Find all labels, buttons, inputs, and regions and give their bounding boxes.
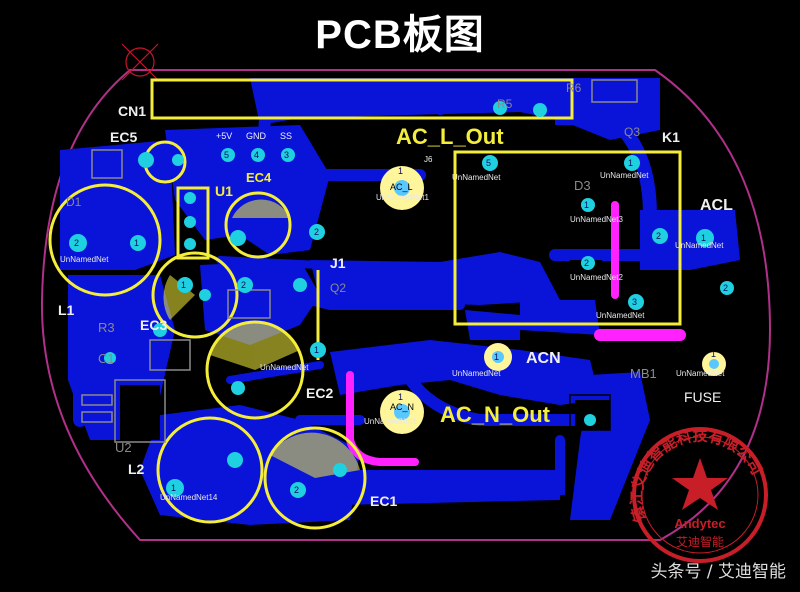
label-ec4: EC4: [246, 170, 272, 185]
ec4-outline: [224, 191, 292, 259]
label-d3: D3: [574, 178, 591, 193]
copper-traces: [73, 96, 657, 500]
svg-text:2: 2: [241, 280, 246, 290]
pads: [69, 101, 734, 498]
label-5v: +5V: [216, 131, 232, 141]
label-j6: J6: [424, 155, 433, 164]
svg-text:5: 5: [224, 150, 229, 160]
net-ac-l: UnNamedNet1: [376, 193, 429, 202]
svg-text:1: 1: [314, 345, 319, 355]
svg-text:1: 1: [494, 352, 499, 362]
net-ec1: UnNamedNet14: [160, 493, 218, 502]
label-r6: R6: [566, 81, 582, 95]
svg-text:2: 2: [584, 258, 589, 268]
label-u1: U1: [215, 183, 233, 199]
label-r3: R3: [98, 320, 115, 335]
svg-text:1: 1: [171, 483, 176, 493]
svg-text:2: 2: [723, 283, 728, 293]
net-l1: UnNamedNet: [60, 255, 109, 264]
label-r5: R5: [497, 97, 513, 111]
label-ac-l-out: AC_L_Out: [396, 124, 504, 149]
svg-text:1: 1: [134, 238, 139, 248]
label-gnd: GND: [246, 131, 267, 141]
label-q2: Q2: [330, 281, 346, 295]
pin-numbers: 5 4 3 2 1 5 1 2 3 1 2 1 2 2 1 1 2 2 1 1 …: [74, 150, 728, 495]
pad-label-ac-n: AC_N: [390, 402, 414, 412]
svg-text:1: 1: [398, 166, 403, 176]
net-k1a: UnNamedNet3: [570, 215, 623, 224]
ec3-outline: [151, 251, 239, 339]
seal-brand: Andytec: [674, 516, 725, 531]
label-fuse: FUSE: [684, 389, 721, 405]
svg-text:1: 1: [711, 349, 716, 359]
u1-outline: [176, 186, 210, 260]
svg-text:5: 5: [486, 158, 491, 168]
label-mb1: MB1: [630, 366, 657, 381]
label-ec1: EC1: [370, 493, 397, 509]
net-acn: UnNamedNet: [452, 369, 501, 378]
svg-text:1: 1: [584, 200, 589, 210]
label-c1: C1: [98, 351, 115, 366]
pad-label-ac-l: AC_L: [390, 182, 413, 192]
net-fuse: UnNamedNet: [676, 369, 725, 378]
net-labels: AC_L AC_N UnNamedNet1 UnNamedNet1 UnName…: [60, 171, 725, 502]
seal-star-icon: [672, 458, 728, 510]
label-u2: U2: [115, 440, 132, 455]
label-j1: J1: [330, 255, 346, 271]
svg-text:1: 1: [398, 392, 403, 402]
net-ec2: UnNamedNet: [260, 363, 309, 372]
svg-text:2: 2: [656, 231, 661, 241]
seal-brand-cn: 艾迪智能: [676, 534, 724, 549]
page-title: PCB板图: [315, 13, 485, 57]
label-q3: Q3: [624, 125, 640, 139]
svg-text:1: 1: [701, 233, 706, 243]
net-k1: UnNamedNet: [600, 171, 649, 180]
board-outline: [40, 69, 772, 541]
net-k1b: UnNamedNet2: [570, 273, 623, 282]
label-cn1: CN1: [118, 103, 146, 119]
label-ss: SS: [280, 131, 292, 141]
silkscreen-labels: CN1 EC5 +5V GND SS U1 EC4 D1 L1 EC3 R3 C…: [58, 81, 733, 509]
label-ec2: EC2: [306, 385, 333, 401]
cn1-outline: [150, 78, 574, 120]
net-j6: UnNamedNet: [452, 173, 501, 182]
label-l2: L2: [128, 461, 145, 477]
label-k1: K1: [662, 129, 680, 145]
label-d1: D1: [66, 195, 82, 209]
silkscreen: [48, 78, 682, 530]
svg-text:3: 3: [284, 150, 289, 160]
fiducial-marker: [121, 43, 159, 81]
svg-text:1: 1: [181, 280, 186, 290]
net-acl: UnNamedNet: [675, 241, 724, 250]
net-k1c: UnNamedNet: [596, 311, 645, 320]
bottom-silkscreen: [81, 79, 638, 443]
net-ac-n: UnNamedNet1: [364, 417, 417, 426]
l1-outline: [48, 183, 162, 297]
k1-outline: [453, 150, 682, 326]
label-l1: L1: [58, 302, 75, 318]
svg-text:1: 1: [628, 158, 633, 168]
svg-text:2: 2: [74, 238, 79, 248]
label-ac-n-out: AC_N_Out: [440, 402, 551, 427]
label-acn: ACN: [526, 350, 561, 367]
ec1-outline: [263, 426, 367, 530]
svg-text:3: 3: [632, 297, 637, 307]
label-acl: ACL: [700, 197, 733, 214]
label-ec5: EC5: [110, 129, 137, 145]
svg-text:2: 2: [314, 227, 319, 237]
svg-text:2: 2: [294, 485, 299, 495]
label-ec3: EC3: [140, 317, 167, 333]
l2-outline: [156, 416, 264, 524]
svg-text:4: 4: [254, 150, 259, 160]
watermark: 头条号 / 艾迪智能: [650, 562, 786, 582]
